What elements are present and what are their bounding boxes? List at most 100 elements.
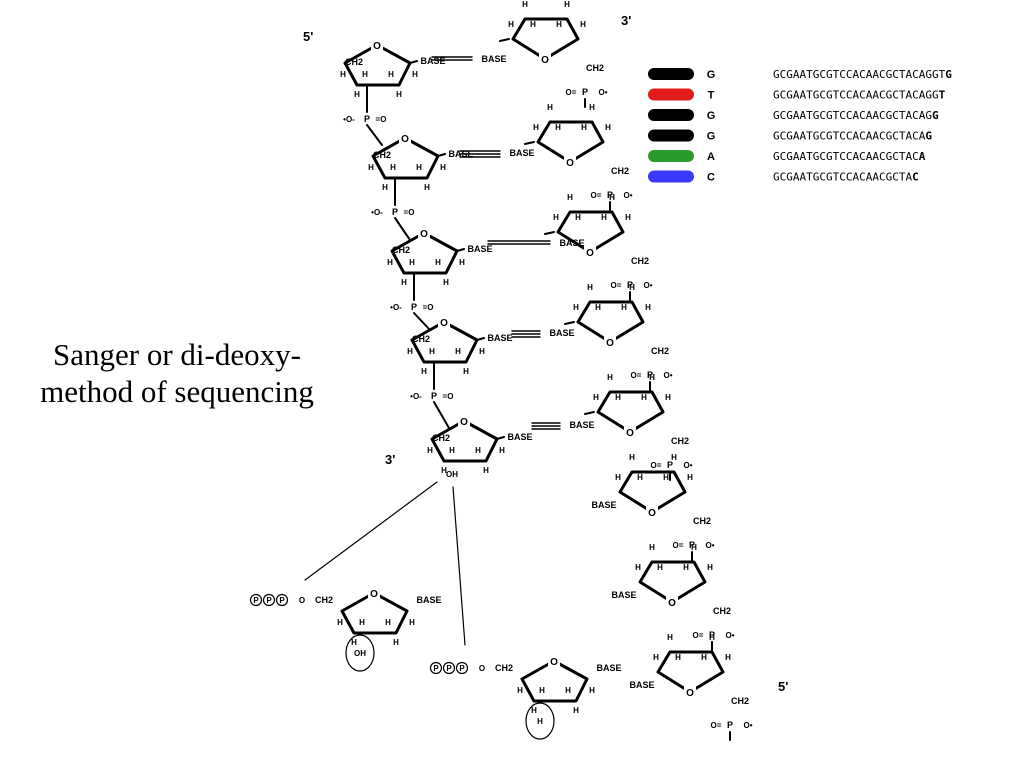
gel-band	[648, 129, 694, 142]
ring-oxygen: O	[373, 41, 381, 52]
ring-hydrogen: H	[362, 70, 368, 79]
ring-hydrogen: H	[629, 453, 635, 462]
ring-hydrogen: H	[340, 70, 346, 79]
phosphate-double-o: O=	[693, 631, 704, 640]
phosphate-label: P	[647, 370, 653, 380]
base-label: BASE	[611, 590, 636, 600]
ch2-label: CH2	[432, 433, 450, 443]
ring-hydrogen: H	[533, 123, 539, 132]
oxygen-gap	[666, 596, 678, 608]
gel-band	[648, 170, 694, 183]
ch2-label: CH2	[611, 166, 629, 176]
base-label: BASE	[509, 148, 534, 158]
base-bond	[499, 38, 510, 42]
sequence-terminal: C	[912, 171, 919, 184]
oxygen-gap	[584, 246, 596, 258]
h-highlight-circle	[525, 702, 555, 740]
lane-base-letter: G	[707, 131, 716, 143]
ring-hydrogen: H	[530, 20, 536, 29]
ring-hydrogen: H	[609, 193, 615, 202]
oxygen-gap	[604, 336, 616, 348]
phosphodiester-bond	[433, 401, 450, 429]
phosphate-circle	[262, 593, 276, 607]
phosphate-label: P	[411, 302, 417, 312]
ch2-label: CH2	[392, 245, 410, 255]
phosphate-o-minus: O•	[623, 191, 632, 200]
phosphate-o-minus: O•	[743, 721, 752, 730]
ring-hydrogen: H	[443, 278, 449, 287]
base-label: BASE	[629, 680, 654, 690]
lane-sequence: GCGAATGCGTCCACAACGCTACAG	[773, 130, 932, 143]
ring-hydrogen: H	[385, 618, 391, 627]
ch2-label: CH2	[315, 595, 333, 605]
oxygen-gap	[539, 53, 551, 65]
sequence-prefix: GCGAATGCGTCCACAACGCTACAGG	[773, 89, 939, 102]
ring-hydrogen: H	[605, 123, 611, 132]
ring-hydrogen: H	[564, 0, 570, 9]
pointer-line	[452, 486, 466, 646]
phosphodiester-bond	[366, 124, 383, 146]
sequence-prefix: GCGAATGCGTCCACAACGCTA	[773, 171, 912, 184]
ring-hydrogen: H	[354, 90, 360, 99]
ring-hydrogen: H	[499, 446, 505, 455]
ring-hydrogen: H	[601, 213, 607, 222]
base-label: BASE	[481, 54, 506, 64]
sequence-terminal: G	[932, 109, 939, 122]
ring-hydrogen: H	[725, 653, 731, 662]
title-line-1: Sanger or di-deoxy-	[53, 337, 301, 372]
ch2-label: CH2	[412, 334, 430, 344]
phosphate-o-minus: O•	[725, 631, 734, 640]
phosphate-o-minus: •O-	[343, 115, 355, 124]
oxygen-gap	[368, 587, 380, 599]
ring-hydrogen: H	[615, 473, 621, 482]
ring-hydrogen: H	[641, 393, 647, 402]
lane-base-letter: A	[707, 151, 715, 163]
title-line-2: method of sequencing	[40, 374, 314, 409]
phosphate-double-o: O=	[566, 88, 577, 97]
base-bond	[496, 436, 505, 440]
ch2-label: CH2	[495, 663, 513, 673]
ch2-label: CH2	[713, 606, 731, 616]
phosphate-double-o: =O	[443, 392, 454, 401]
phosphate-label: P	[392, 207, 398, 217]
phosphate-double-o: =O	[404, 208, 415, 217]
hydroxyl-label: OH	[446, 470, 458, 479]
ring-hydrogen: H	[615, 393, 621, 402]
oxygen-gap	[624, 426, 636, 438]
sequence-terminal: T	[939, 89, 946, 102]
ring-oxygen: O	[566, 158, 574, 169]
phosphate-letter: P	[266, 596, 272, 605]
ring-hydrogen: H	[665, 393, 671, 402]
phosphate-double-o: O=	[673, 541, 684, 550]
base-label: BASE	[467, 244, 492, 254]
base-label: BASE	[591, 500, 616, 510]
phosphate-circle	[429, 661, 443, 675]
phosphate-label: P	[431, 391, 437, 401]
ring-oxygen: O	[626, 428, 634, 439]
phosphate-o-minus: O•	[663, 371, 672, 380]
ring-hydrogen: H	[593, 393, 599, 402]
phosphodiester-bond	[394, 217, 411, 241]
lane-base-letter: G	[707, 110, 716, 122]
lane-sequence: GCGAATGCGTCCACAACGCTACAGGT	[773, 89, 946, 102]
ring-hydrogen: H	[421, 367, 427, 376]
phosphate-o-minus: O•	[643, 281, 652, 290]
base-label: BASE	[596, 663, 621, 673]
ch2-label: CH2	[693, 516, 711, 526]
base-bond	[544, 231, 555, 235]
